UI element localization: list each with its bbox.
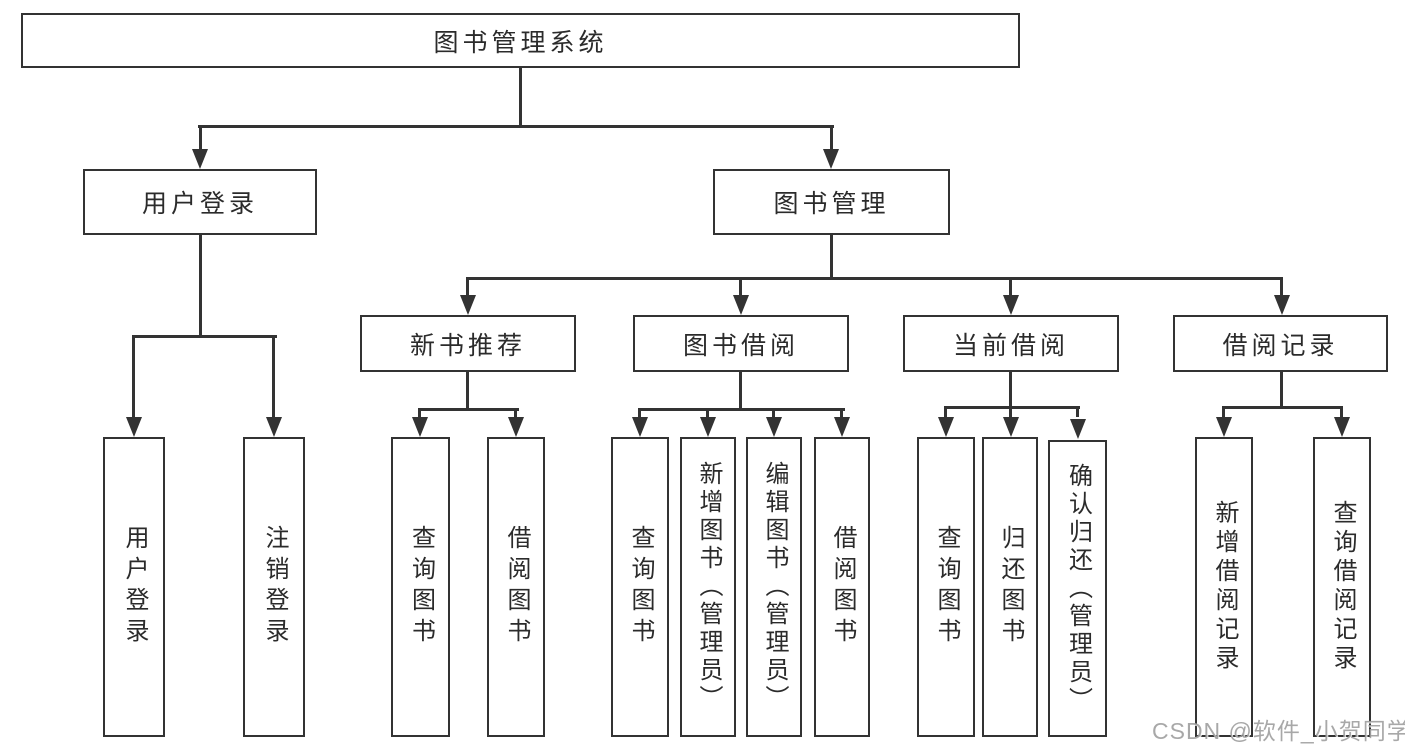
node-borrow-books-borrowing-label: 借阅图书 (829, 525, 856, 649)
node-user-login-group: 用户登录 (83, 169, 317, 235)
connector-line (1009, 372, 1012, 406)
connector-line (944, 406, 1080, 409)
node-return-books: 归还图书 (982, 437, 1038, 737)
node-return-books-label: 归还图书 (997, 525, 1024, 649)
connector-line (739, 372, 742, 408)
arrow-down-icon (126, 417, 142, 437)
connector-line (830, 235, 833, 277)
connector-line (272, 335, 275, 417)
arrow-down-icon (266, 417, 282, 437)
connector-line (199, 125, 202, 151)
arrow-down-icon (192, 149, 208, 169)
connector-line (132, 335, 135, 417)
connector-line (1280, 277, 1283, 297)
arrow-down-icon (1216, 417, 1232, 437)
connector-line (1280, 372, 1283, 406)
connector-line (199, 235, 202, 335)
connector-line (132, 335, 277, 338)
node-borrow-books-borrowing: 借阅图书 (814, 437, 870, 737)
connector-line (772, 408, 775, 417)
arrow-down-icon (1003, 295, 1019, 315)
node-query-books-borrowing: 查询图书 (611, 437, 669, 737)
connector-line (519, 68, 522, 125)
node-logout: 注销登录 (243, 437, 305, 737)
connector-line (706, 408, 709, 417)
node-new-book-recommendation-label: 新书推荐 (409, 331, 526, 360)
connector-line (638, 408, 845, 411)
arrow-down-icon (1274, 295, 1290, 315)
node-book-borrowing: 图书借阅 (633, 315, 849, 372)
connector-line (466, 372, 469, 408)
node-add-borrow-record: 新增借阅记录 (1195, 437, 1253, 737)
node-book-management-label: 图书管理 (773, 190, 890, 218)
node-confirm-return-admin: 确认归还（管理员） (1048, 440, 1107, 737)
connector-line (1076, 406, 1079, 417)
arrow-down-icon (823, 149, 839, 169)
node-borrow-books-recommend-label: 借阅图书 (503, 525, 530, 649)
connector-line (830, 125, 833, 151)
node-library-system-label: 图书管理系统 (433, 28, 608, 57)
connector-line (1009, 406, 1012, 417)
arrow-down-icon (1070, 419, 1086, 439)
node-add-borrow-record-label: 新增借阅记录 (1211, 500, 1238, 674)
watermark-text: CSDN @软件_小贺同学 (1152, 718, 1405, 744)
node-user-login-group-label: 用户登录 (141, 190, 258, 218)
node-current-borrowing-label: 当前借阅 (952, 331, 1069, 360)
connector-line (466, 277, 469, 297)
arrow-down-icon (766, 417, 782, 437)
node-logout-label: 注销登录 (261, 525, 288, 649)
node-edit-books-admin-label: 编辑图书（管理员） (761, 461, 788, 713)
node-library-system: 图书管理系统 (21, 13, 1020, 68)
node-query-books-borrowing-label: 查询图书 (627, 525, 654, 649)
connector-line (638, 408, 641, 417)
node-new-book-recommendation: 新书推荐 (360, 315, 576, 372)
connector-line (944, 406, 947, 417)
node-query-borrow-record: 查询借阅记录 (1313, 437, 1371, 737)
node-borrowing-records-label: 借阅记录 (1222, 331, 1339, 360)
node-add-books-admin-label: 新增图书（管理员） (695, 461, 722, 713)
arrow-down-icon (1334, 417, 1350, 437)
connector-line (1222, 406, 1225, 417)
node-book-borrowing-label: 图书借阅 (682, 331, 799, 360)
node-current-borrowing: 当前借阅 (903, 315, 1119, 372)
connector-line (1009, 277, 1012, 297)
arrow-down-icon (834, 417, 850, 437)
node-query-borrow-record-label: 查询借阅记录 (1329, 500, 1356, 674)
arrow-down-icon (938, 417, 954, 437)
node-add-books-admin: 新增图书（管理员） (680, 437, 736, 737)
node-query-books-current: 查询图书 (917, 437, 975, 737)
arrow-down-icon (1003, 417, 1019, 437)
node-query-books-recommend: 查询图书 (391, 437, 450, 737)
node-query-books-recommend-label: 查询图书 (407, 525, 435, 649)
arrow-down-icon (412, 417, 428, 437)
connector-line (418, 408, 421, 417)
connector-line (514, 408, 517, 417)
connector-line (466, 277, 1283, 280)
connector-line (739, 277, 742, 297)
node-borrowing-records: 借阅记录 (1173, 315, 1388, 372)
node-user-login-label: 用户登录 (121, 525, 148, 649)
node-query-books-current-label: 查询图书 (933, 525, 960, 649)
connector-line (1340, 406, 1343, 417)
node-book-management: 图书管理 (713, 169, 950, 235)
connector-line (198, 125, 834, 128)
node-borrow-books-recommend: 借阅图书 (487, 437, 545, 737)
arrow-down-icon (460, 295, 476, 315)
arrow-down-icon (632, 417, 648, 437)
arrow-down-icon (700, 417, 716, 437)
connector-line (840, 408, 843, 417)
connector-line (1222, 406, 1343, 409)
connector-line (418, 408, 519, 411)
node-user-login: 用户登录 (103, 437, 165, 737)
node-confirm-return-admin-label: 确认归还（管理员） (1064, 462, 1092, 715)
arrow-down-icon (733, 295, 749, 315)
node-edit-books-admin: 编辑图书（管理员） (746, 437, 802, 737)
arrow-down-icon (508, 417, 524, 437)
